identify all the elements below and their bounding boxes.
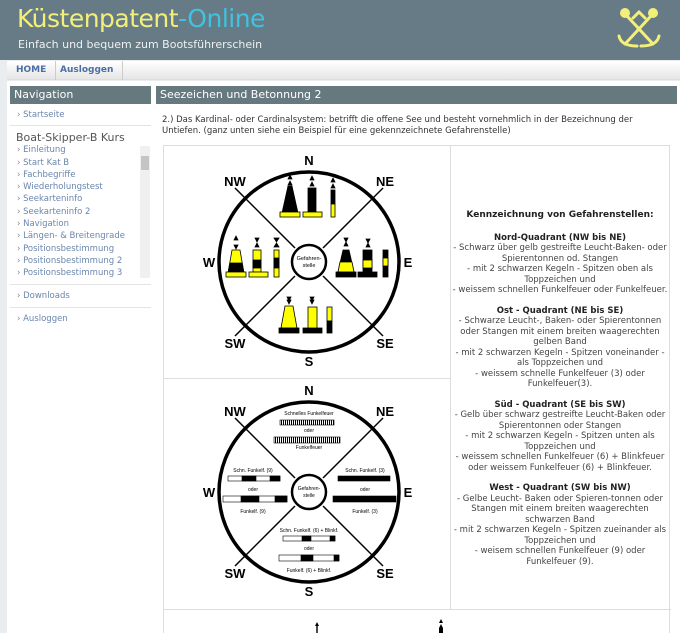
svg-text:E: E — [404, 485, 413, 500]
svg-text:Gefahren-: Gefahren- — [298, 486, 321, 492]
legend-south: Süd - Quadrant (SE bis SW)- Gelb über sc… — [451, 400, 669, 474]
sidebar-item-positionsbestimmung-2[interactable]: Positionsbestimmung 2 — [10, 255, 151, 267]
svg-text:oder: oder — [360, 487, 370, 493]
sidebar-item-positionsbestimmung[interactable]: Positionsbestimmung — [10, 243, 151, 255]
svg-text:N: N — [304, 383, 313, 398]
svg-text:stelle: stelle — [303, 493, 315, 499]
dir-nw: NW — [224, 174, 246, 189]
sidebar-item-wiederholungstest[interactable]: Wiederholungstest — [10, 181, 151, 193]
cardinal-lights-diagram: N NW NE W E SW SE S Gefahren-stelle Schn… — [195, 380, 425, 600]
site-header: Küstenpatent-Online Einfach und bequem z… — [0, 0, 680, 60]
nav-home[interactable]: HOME — [7, 61, 56, 80]
svg-text:Schn. Funkelf. (3): Schn. Funkelf. (3) — [345, 468, 385, 474]
course-title: Boat-Skipper-B Kurs — [10, 131, 151, 144]
svg-text:oder: oder — [304, 546, 314, 552]
svg-text:S: S — [305, 584, 314, 599]
sidebar-item-start-kat-b[interactable]: Start Kat B — [10, 157, 151, 169]
course-list: Einleitung Start Kat B Fachbegriffe Wied… — [10, 144, 151, 280]
cardinal-buoys-diagram: N NW NE W E SW SE S Gefahren-stelle — [195, 150, 425, 375]
nav-logout[interactable]: Ausloggen — [51, 61, 123, 80]
legend-west: West - Quadrant (SW bis NW)- Gelbe Leuch… — [451, 483, 669, 567]
svg-text:NE: NE — [376, 404, 394, 419]
svg-text:Schn. Funkelf. (9): Schn. Funkelf. (9) — [233, 468, 273, 474]
svg-text:Funkelf. (6) + Blinkf.: Funkelf. (6) + Blinkf. — [287, 568, 332, 574]
svg-text:oder: oder — [248, 487, 258, 493]
svg-text:W: W — [203, 485, 216, 500]
svg-text:SW: SW — [225, 566, 247, 581]
intro-text: 2.) Das Kardinal- oder Cardinalsystem: b… — [162, 115, 670, 137]
sidebar-item-navigation[interactable]: Navigation — [10, 218, 151, 230]
legend-title: Kennzeichnung von Gefahrenstellen: — [451, 210, 669, 221]
sidebar: Navigation Startseite Boat-Skipper-B Kur… — [10, 86, 151, 330]
legend-north: Nord-Quadrant (NW bis NE)- Schwarz über … — [451, 233, 669, 296]
sidebar-item-logout[interactable]: Ausloggen — [10, 313, 151, 325]
sidebar-item-fachbegriffe[interactable]: Fachbegriffe — [10, 169, 151, 181]
sidebar-item-downloads[interactable]: Downloads — [10, 290, 151, 302]
sidebar-item-positionsbestimmung-3[interactable]: Positionsbestimmung 3 — [10, 267, 151, 279]
sidebar-item-seekarteninfo-2[interactable]: Seekarteninfo 2 — [10, 206, 151, 218]
dir-ne: NE — [376, 174, 394, 189]
svg-text:Funkelf. (9): Funkelf. (9) — [240, 509, 266, 515]
svg-text:Schn. Funkelf. (6) + Blinkf.: Schn. Funkelf. (6) + Blinkf. — [280, 528, 339, 534]
svg-text:SE: SE — [376, 566, 394, 581]
west-buoys — [226, 236, 279, 277]
dir-n: N — [304, 153, 313, 168]
legend-east: Ost - Quadrant (NE bis SE)- Schwarze Leu… — [451, 306, 669, 390]
dir-s: S — [305, 354, 314, 369]
north-buoys — [280, 175, 335, 217]
dir-sw: SW — [225, 336, 247, 351]
svg-text:oder: oder — [304, 428, 314, 434]
svg-text:Schnelles Funkelfeuer: Schnelles Funkelfeuer — [284, 411, 334, 417]
page-title: Seezeichen und Betonnung 2 — [156, 86, 677, 104]
dir-se: SE — [376, 336, 394, 351]
svg-text:Gefahren-: Gefahren- — [297, 256, 322, 262]
course-list-scrollbar[interactable] — [140, 146, 150, 278]
svg-text:Funkelf. (3): Funkelf. (3) — [352, 509, 378, 515]
top-navigation: HOME Ausloggen — [7, 61, 680, 80]
site-logo[interactable]: Küstenpatent-Online — [17, 4, 265, 33]
example-buoys-partial — [310, 618, 450, 633]
svg-text:stelle: stelle — [303, 263, 316, 269]
legend-text: Kennzeichnung von Gefahrenstellen: Nord-… — [451, 210, 669, 577]
svg-text:Funkelfeuer: Funkelfeuer — [296, 445, 323, 451]
sidebar-item-startseite[interactable]: Startseite — [10, 109, 151, 121]
east-buoys — [336, 238, 388, 277]
south-buoys — [279, 297, 332, 333]
sidebar-item-einleitung[interactable]: Einleitung — [10, 144, 151, 156]
scrollbar-thumb[interactable] — [141, 156, 149, 170]
sidebar-item-seekarteninfo[interactable]: Seekarteninfo — [10, 193, 151, 205]
main-content: Seezeichen und Betonnung 2 2.) Das Kardi… — [156, 86, 677, 137]
crossed-anchors-icon — [615, 6, 663, 50]
sidebar-title: Navigation — [10, 86, 151, 104]
site-slogan: Einfach und bequem zum Bootsführerschein — [18, 38, 262, 51]
dir-e: E — [404, 255, 413, 270]
sidebar-item-laengen-breitengrade[interactable]: Längen- & Breitengrade — [10, 230, 151, 242]
dir-w: W — [203, 255, 216, 270]
svg-text:NW: NW — [224, 404, 246, 419]
